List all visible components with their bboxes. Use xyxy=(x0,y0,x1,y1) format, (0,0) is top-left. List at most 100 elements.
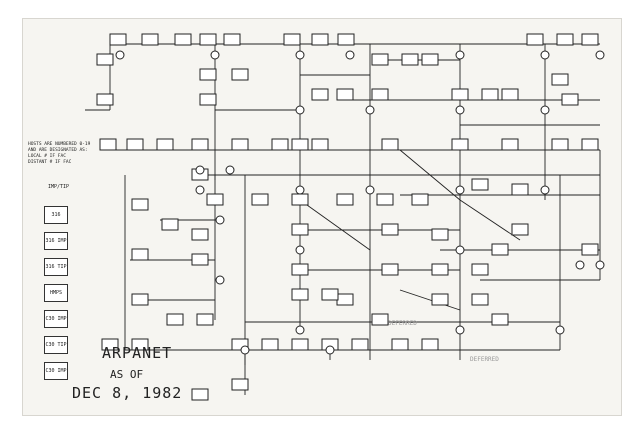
imp-node xyxy=(336,193,354,206)
host-circle xyxy=(215,215,225,225)
host-circle xyxy=(115,50,125,60)
host-circle xyxy=(455,185,465,195)
imp-node xyxy=(381,223,399,236)
imp-node xyxy=(174,33,192,46)
legend-box: HMPS xyxy=(44,284,68,302)
legend-box: C30 TIP xyxy=(44,336,68,354)
imp-node xyxy=(381,138,399,151)
host-circle xyxy=(240,345,250,355)
imp-node xyxy=(291,193,309,206)
imp-node xyxy=(351,338,369,351)
host-circle xyxy=(325,345,335,355)
host-circle xyxy=(295,245,305,255)
deferred-note: DEFERRED xyxy=(470,356,499,363)
legend-box: 316 xyxy=(44,206,68,224)
imp-node xyxy=(471,178,489,191)
imp-node xyxy=(371,313,389,326)
imp-node xyxy=(511,183,529,196)
imp-node xyxy=(581,138,599,151)
host-circle xyxy=(540,50,550,60)
imp-node xyxy=(141,33,159,46)
imp-node xyxy=(166,313,184,326)
link-line xyxy=(299,199,371,251)
imp-node xyxy=(199,33,217,46)
host-circle xyxy=(365,105,375,115)
imp-node xyxy=(199,68,217,81)
host-circle xyxy=(455,245,465,255)
legend-box: 316 TIP xyxy=(44,258,68,276)
diagram-subtitle: AS OF xyxy=(110,368,144,381)
host-circle xyxy=(455,50,465,60)
imp-node xyxy=(451,88,469,101)
host-circle xyxy=(540,105,550,115)
imp-node xyxy=(191,253,209,266)
imp-node xyxy=(421,338,439,351)
diagram-date: DEC 8, 1982 xyxy=(72,384,183,402)
imp-node xyxy=(391,338,409,351)
imp-node xyxy=(431,228,449,241)
imp-node xyxy=(381,263,399,276)
imp-node xyxy=(337,33,355,46)
link-line xyxy=(459,199,521,241)
imp-node xyxy=(311,138,329,151)
imp-node xyxy=(191,388,209,401)
imp-node xyxy=(371,53,389,66)
imp-node xyxy=(551,73,569,86)
link-line xyxy=(399,149,461,201)
imp-node xyxy=(336,88,354,101)
host-circle xyxy=(195,185,205,195)
imp-node xyxy=(109,33,127,46)
imp-node xyxy=(199,93,217,106)
imp-node xyxy=(491,313,509,326)
host-circle xyxy=(295,185,305,195)
imp-node xyxy=(291,223,309,236)
legend-box: C30 IMP xyxy=(44,362,68,380)
imp-node xyxy=(581,33,599,46)
host-circle xyxy=(295,325,305,335)
deferred-note: DEFERRED xyxy=(388,320,417,327)
imp-node xyxy=(481,88,499,101)
imp-node xyxy=(231,378,249,391)
imp-node xyxy=(556,33,574,46)
imp-node xyxy=(561,93,579,106)
imp-node xyxy=(291,263,309,276)
imp-node xyxy=(501,138,519,151)
legend-symbol-label: IMP/TIP xyxy=(48,184,70,190)
imp-node xyxy=(376,193,394,206)
legend-line: HOSTS ARE NUMBERED 0-19 xyxy=(28,142,91,147)
imp-node xyxy=(196,313,214,326)
legend-line: AND ARE DESIGNATED AS: xyxy=(28,148,88,153)
imp-node xyxy=(471,263,489,276)
imp-node xyxy=(421,53,439,66)
imp-node xyxy=(99,138,117,151)
imp-node xyxy=(581,243,599,256)
link-line xyxy=(399,289,461,311)
host-circle xyxy=(575,260,585,270)
imp-node xyxy=(511,223,529,236)
imp-node xyxy=(131,338,149,351)
imp-node xyxy=(551,138,569,151)
host-circle xyxy=(195,165,205,175)
imp-node xyxy=(206,193,224,206)
legend: HOSTS ARE NUMBERED 0-19 AND ARE DESIGNAT… xyxy=(28,142,98,166)
imp-node xyxy=(101,338,119,351)
legend-box: 316 IMP xyxy=(44,232,68,250)
imp-node xyxy=(96,93,114,106)
imp-node xyxy=(451,138,469,151)
host-circle xyxy=(365,185,375,195)
imp-node xyxy=(431,293,449,306)
imp-node xyxy=(283,33,301,46)
host-circle xyxy=(455,325,465,335)
host-circle xyxy=(595,260,605,270)
imp-node xyxy=(126,138,144,151)
imp-node xyxy=(371,88,389,101)
host-circle xyxy=(595,50,605,60)
legend-line: DISTANT # IF FAC xyxy=(28,160,72,165)
host-circle xyxy=(455,105,465,115)
imp-node xyxy=(131,293,149,306)
imp-node xyxy=(291,338,309,351)
imp-node xyxy=(156,138,174,151)
imp-node xyxy=(321,288,339,301)
